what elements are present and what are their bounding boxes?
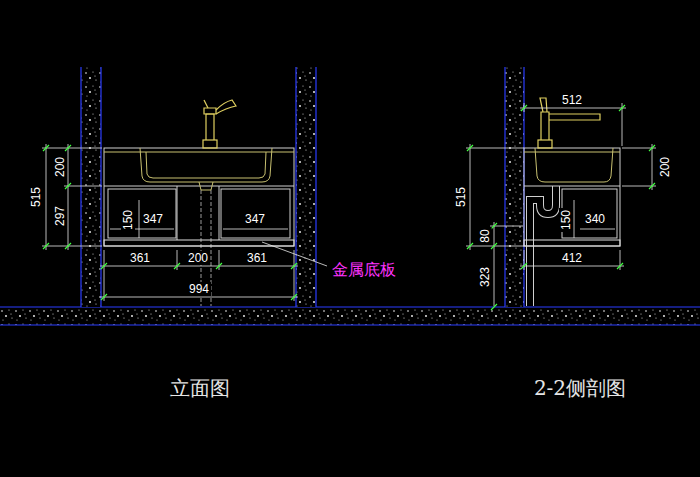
dimension-line bbox=[580, 229, 615, 230]
tick-marks bbox=[43, 145, 297, 300]
wall-line bbox=[504, 67, 505, 307]
compartment bbox=[221, 189, 290, 238]
dimension-line bbox=[494, 222, 495, 306]
dimension-ticks-side bbox=[467, 105, 655, 310]
dimension-text: 200 bbox=[53, 155, 67, 179]
floor-line bbox=[0, 306, 700, 307]
dimension-ticks bbox=[43, 145, 297, 300]
dimension-line bbox=[110, 229, 174, 230]
basin-outline bbox=[140, 148, 272, 182]
faucet-spout bbox=[216, 100, 236, 114]
basin-inner bbox=[146, 152, 266, 178]
faucet-handle bbox=[204, 100, 208, 108]
sink-section bbox=[524, 148, 620, 182]
dimension-lines bbox=[42, 144, 298, 301]
dimension-line bbox=[68, 144, 69, 250]
dimension-text: 297 bbox=[53, 204, 67, 228]
shelf-line bbox=[104, 186, 294, 187]
dimension-line bbox=[574, 200, 575, 238]
leader-line bbox=[262, 242, 327, 266]
dimension-line bbox=[520, 266, 624, 267]
dimension-line bbox=[139, 200, 140, 238]
extension-line bbox=[42, 246, 102, 247]
wall-hatch bbox=[81, 67, 101, 307]
wall-line bbox=[80, 67, 81, 307]
dimension-line bbox=[470, 144, 471, 250]
dimension-text: 515 bbox=[454, 185, 468, 209]
floor-slab bbox=[0, 307, 700, 325]
faucet-body bbox=[206, 114, 214, 140]
extension-line bbox=[104, 250, 105, 301]
dimension-line bbox=[520, 108, 626, 109]
dimension-line bbox=[223, 229, 288, 230]
metal-base-plate bbox=[524, 240, 620, 246]
divider bbox=[219, 186, 220, 240]
dimension-line bbox=[100, 297, 298, 298]
view-title: 2-2侧剖图 bbox=[532, 377, 628, 399]
dimension-text: 200 bbox=[658, 155, 672, 179]
dimension-text: 994 bbox=[187, 282, 211, 296]
extension-line bbox=[466, 148, 523, 149]
dimension-text: 150 bbox=[559, 208, 573, 232]
divider bbox=[177, 186, 178, 240]
extension-line bbox=[64, 186, 102, 187]
wall-line bbox=[295, 67, 296, 307]
faucet-body bbox=[541, 112, 549, 140]
basin-outline bbox=[535, 148, 613, 182]
dimension-text: 361 bbox=[128, 251, 152, 265]
shelf-line bbox=[524, 186, 620, 187]
floor-hatch bbox=[0, 307, 700, 325]
extension-line bbox=[42, 148, 102, 149]
dimension-text: 512 bbox=[560, 93, 584, 107]
extension-line bbox=[294, 250, 295, 301]
dimension-text: 340 bbox=[583, 212, 607, 226]
dimension-line bbox=[46, 144, 47, 250]
wall-line bbox=[315, 67, 316, 307]
faucet-handle bbox=[540, 98, 547, 112]
wall-line bbox=[100, 67, 101, 307]
view-title: 立面图 bbox=[168, 377, 232, 399]
dimension-text: 200 bbox=[186, 251, 210, 265]
cabinet-outline bbox=[524, 148, 620, 246]
faucet-base bbox=[203, 140, 217, 148]
faucet-spout bbox=[549, 114, 600, 120]
compartment bbox=[108, 189, 176, 238]
dimension-line bbox=[100, 266, 298, 267]
cabinet-outline bbox=[104, 148, 294, 246]
dimension-text: 323 bbox=[478, 265, 492, 289]
faucet bbox=[203, 100, 236, 148]
dimension-text: 515 bbox=[29, 185, 43, 209]
wall-hatch bbox=[296, 67, 316, 307]
dimension-line bbox=[652, 144, 653, 190]
dimension-text: 150 bbox=[121, 208, 135, 232]
callout-label: 金属底板 bbox=[330, 261, 398, 279]
tick-marks bbox=[467, 105, 655, 310]
floor-line bbox=[0, 324, 700, 325]
cabinet bbox=[104, 148, 294, 246]
walls bbox=[81, 67, 524, 307]
dimension-text: 80 bbox=[478, 227, 492, 244]
faucet-collar bbox=[204, 108, 216, 114]
dimension-text: 361 bbox=[245, 251, 269, 265]
counter-rim bbox=[524, 152, 620, 153]
wall-hatch bbox=[505, 67, 524, 307]
dimension-text: 412 bbox=[560, 251, 584, 265]
sink-basin bbox=[104, 148, 294, 190]
dimension-text: 347 bbox=[141, 212, 165, 226]
dimension-text: 347 bbox=[243, 212, 267, 226]
extension-line bbox=[622, 103, 623, 146]
cabinet-section bbox=[524, 148, 620, 246]
faucet-base bbox=[538, 140, 552, 148]
dimension-lines-side bbox=[466, 103, 656, 306]
drain-funnel bbox=[199, 182, 213, 190]
